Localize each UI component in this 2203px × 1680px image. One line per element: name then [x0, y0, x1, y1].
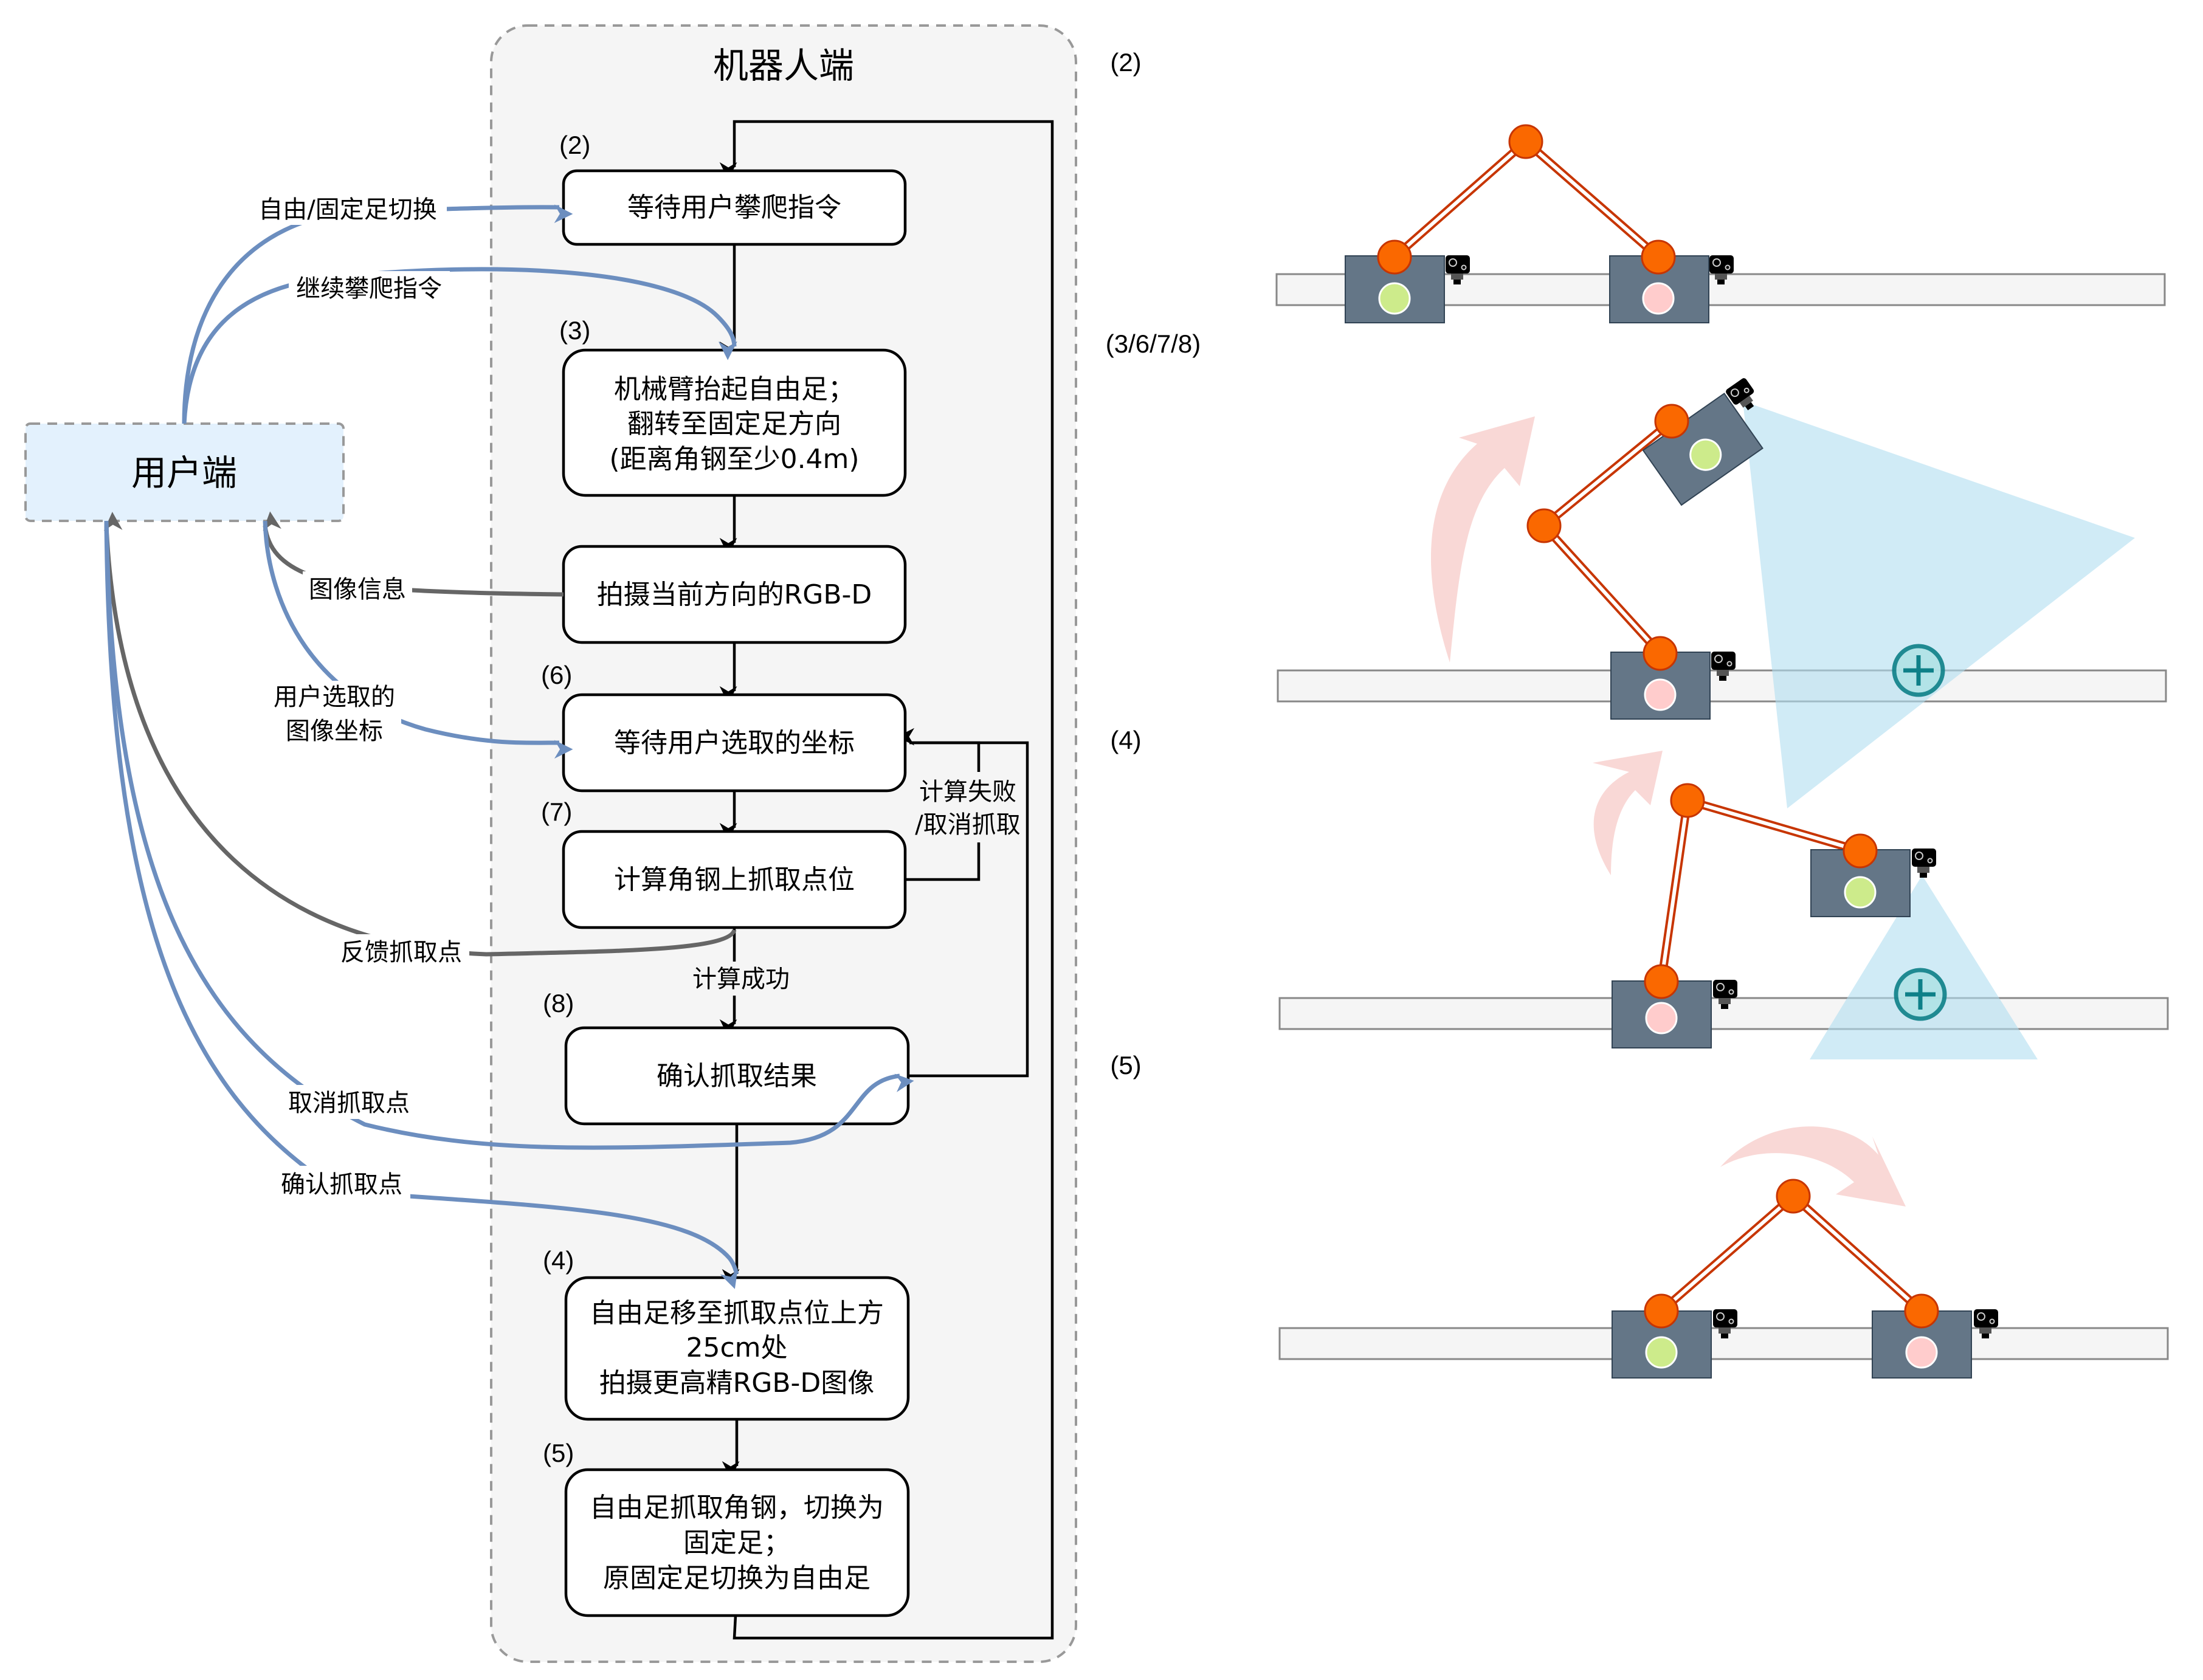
- motion-arrow: [1720, 1126, 1906, 1207]
- svg-text:拍摄更高精RGB-D图像: 拍摄更高精RGB-D图像: [599, 1368, 875, 1399]
- illustration-stage-2: [1275, 124, 2166, 323]
- step-tag: (5): [543, 1439, 574, 1467]
- step-tag: (8): [543, 989, 574, 1017]
- svg-text:翻转至固定足方向: 翻转至固定足方向: [627, 408, 841, 439]
- success-label: 计算成功: [686, 962, 796, 996]
- step-grasp-switch[interactable]: 自由足抓取角钢，切换为 固定足； 原固定足切换为自由足 (5): [543, 1439, 910, 1617]
- svg-text:自由足移至抓取点位上方: 自由足移至抓取点位上方: [590, 1298, 884, 1329]
- camera-icon: [1911, 848, 1937, 878]
- svg-text:取消抓取点: 取消抓取点: [288, 1089, 410, 1117]
- joint: [1641, 239, 1676, 275]
- edge-label-confirm-point: 确认抓取点: [274, 1166, 410, 1200]
- edge-label-switch-foot: 自由/固定足切换: [249, 190, 447, 225]
- arrow-continue-climb: [182, 267, 737, 424]
- svg-text:自由/固定足切换: 自由/固定足切换: [258, 196, 436, 224]
- svg-text:自由足抓取角钢，切换为: 自由足抓取角钢，切换为: [590, 1492, 884, 1523]
- svg-text:拍摄当前方向的RGB-D: 拍摄当前方向的RGB-D: [597, 579, 872, 610]
- free-foot-indicator: [1378, 282, 1411, 315]
- edge-label-cancel-point: 取消抓取点: [281, 1085, 418, 1119]
- svg-text:固定足；: 固定足；: [683, 1527, 790, 1558]
- step-tag: (4): [543, 1246, 574, 1275]
- step-wait-climb[interactable]: 等待用户攀爬指令 (2): [559, 131, 907, 246]
- svg-text:图像信息: 图像信息: [309, 576, 406, 604]
- step-compute-grasp[interactable]: 计算角钢上抓取点位 (7): [541, 797, 907, 929]
- stage-label-2: (2): [1110, 48, 1141, 77]
- svg-text:确认抓取点: 确认抓取点: [281, 1171, 402, 1199]
- edge-label-continue-climb: 继续攀爬指令: [289, 271, 450, 305]
- edge-label-selected-coord: 用户选取的 图像坐标: [267, 681, 401, 751]
- step-confirm-result[interactable]: 确认抓取结果 (8): [543, 989, 910, 1126]
- svg-text:原固定足切换为自由足: 原固定足切换为自由足: [603, 1563, 871, 1594]
- step-lift-arm[interactable]: 机械臂抬起自由足； 翻转至固定足方向 (距离角钢至少0.4m) (3): [559, 316, 907, 497]
- illustration-stage-5: [1278, 1126, 2169, 1379]
- camera-view-cone: [1810, 875, 2038, 1059]
- svg-text:计算成功: 计算成功: [692, 965, 790, 993]
- step-tag: (6): [541, 661, 572, 689]
- svg-text:机械臂抬起自由足；: 机械臂抬起自由足；: [614, 374, 855, 405]
- step-capture-rgbd[interactable]: 拍摄当前方向的RGB-D: [562, 545, 907, 644]
- step-wait-coord[interactable]: 等待用户选取的坐标 (6): [541, 661, 907, 793]
- svg-text:等待用户选取的坐标: 等待用户选取的坐标: [614, 728, 855, 759]
- arrow-cancel-point: [104, 520, 914, 1150]
- stage-label-3678: (3/6/7/8): [1106, 329, 1201, 358]
- fail-label: 计算失败 /取消抓取: [912, 772, 1021, 842]
- arrow-confirm-cancel-loop: [908, 741, 1029, 1078]
- robot-side-title: 机器人端: [713, 45, 854, 86]
- user-side-title: 用户端: [131, 452, 237, 494]
- step-tag: (7): [541, 797, 572, 826]
- camera-view-cone: [1743, 401, 2135, 808]
- illustration-stage-3678: [1277, 376, 2167, 808]
- motion-arrow: [1430, 416, 1535, 663]
- fixed-foot-indicator: [1642, 282, 1675, 315]
- joint: [1508, 124, 1543, 159]
- joint: [1377, 239, 1412, 275]
- svg-text:计算失败: 计算失败: [919, 778, 1016, 806]
- step-move-above[interactable]: 自由足移至抓取点位上方 25cm处 拍摄更高精RGB-D图像 (4): [543, 1246, 910, 1421]
- step-tag: (3): [559, 316, 590, 345]
- robot-flow-connectors: [719, 120, 1054, 1640]
- svg-text:图像坐标: 图像坐标: [286, 717, 383, 745]
- svg-text:继续攀爬指令: 继续攀爬指令: [296, 275, 442, 303]
- svg-text:/取消抓取: /取消抓取: [915, 811, 1020, 839]
- svg-text:反馈抓取点: 反馈抓取点: [340, 938, 462, 966]
- illustration-stage-4: [1278, 751, 2169, 1059]
- user-side-node[interactable]: 用户端: [24, 422, 345, 522]
- arrow-cycle-loop: [719, 120, 1054, 1640]
- motion-arrow: [1593, 751, 1663, 875]
- svg-text:(距离角钢至少0.4m): (距离角钢至少0.4m): [609, 444, 859, 475]
- svg-text:确认抓取结果: 确认抓取结果: [657, 1061, 817, 1092]
- edge-label-image-info: 图像信息: [303, 571, 412, 605]
- stage-label-5: (5): [1110, 1051, 1141, 1079]
- svg-text:用户选取的: 用户选取的: [274, 683, 395, 711]
- svg-text:25cm处: 25cm处: [686, 1332, 787, 1363]
- stage-label-4: (4): [1110, 726, 1141, 754]
- edge-label-feedback-point: 反馈抓取点: [334, 934, 469, 968]
- step-tag: (2): [559, 131, 590, 159]
- svg-text:计算角钢上抓取点位: 计算角钢上抓取点位: [614, 864, 855, 895]
- svg-text:等待用户攀爬指令: 等待用户攀爬指令: [627, 192, 841, 223]
